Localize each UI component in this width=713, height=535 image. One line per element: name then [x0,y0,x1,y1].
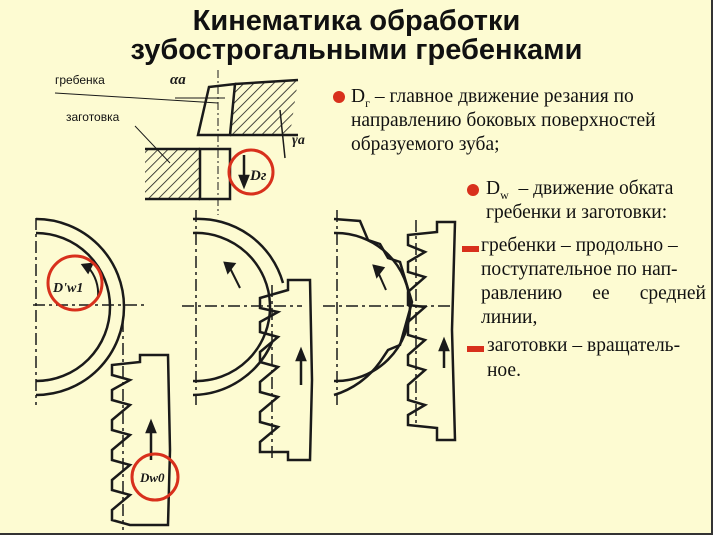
workpiece-motion-line2: ное. [487,360,521,381]
bullet-dr-line3: образуемого зуба; [351,134,500,155]
bullet-dr-line1: Dг – главное движение резания по [351,86,634,110]
label-rack: гребенка [55,73,105,87]
rack-motion-line4: линии, [481,307,538,328]
rack-motion-line2: поступательное по нап- [481,259,678,280]
dash-bullet-icon [462,246,479,252]
gamma-symbol: γa [292,133,305,148]
dash-bullet-icon [467,346,484,352]
gear-stage-3 [323,210,457,442]
dw1-symbol: D'w1 [52,281,83,296]
rack-motion-line3: равлению ее средней [481,283,706,304]
bullet-dot-icon [333,91,345,103]
dr-symbol: Dг [249,168,267,184]
alpha-symbol: αa [170,72,186,88]
bullet-dw-line2: гребенки и заготовки: [486,202,668,223]
rack-motion-line1: гребенки – продольно – [481,235,678,256]
slide-title-line2: зубострогальными гребенками [130,34,583,66]
gear-stage-1 [33,217,180,530]
bullet-dr-line2: направлению боковых поверхностей [351,110,656,131]
gear-stage-2 [182,210,314,462]
dw0-symbol: Dw0 [139,470,165,485]
bullet-dw-line1: Dw – движение обката [486,178,674,202]
cutting-section [54,70,299,215]
label-workpiece: заготовка [66,110,120,124]
workpiece-motion-line1: заготовки – вращатель- [487,335,681,356]
bullet-dot-icon [467,184,479,196]
slide-title-line1: Кинематика обработки [192,5,521,37]
